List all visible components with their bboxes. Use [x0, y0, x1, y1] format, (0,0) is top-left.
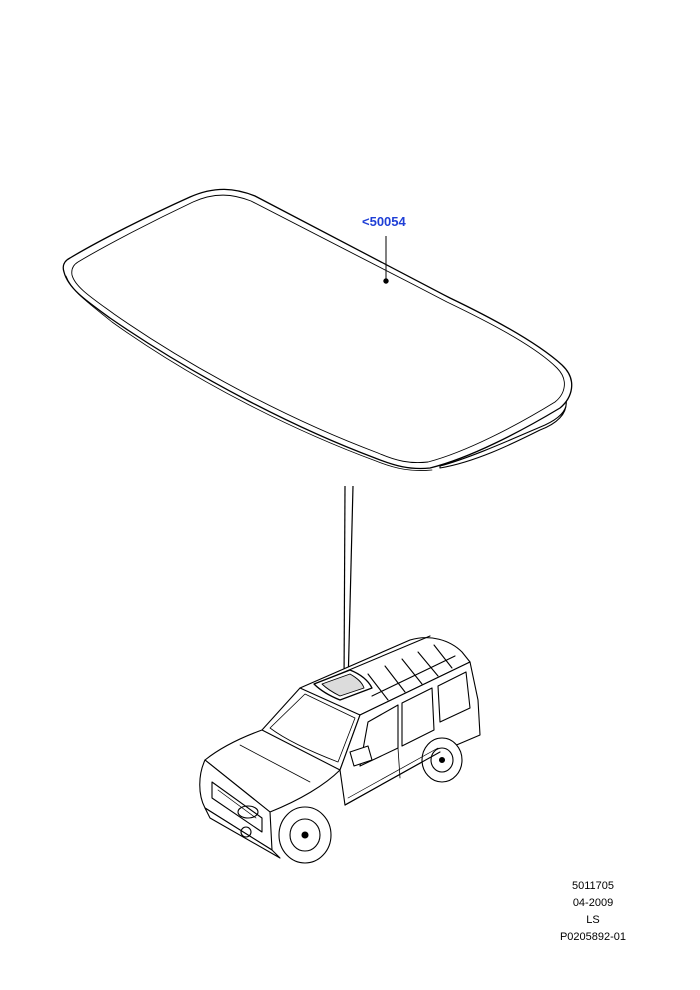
reference-illustration-id: P0205892-01	[559, 931, 627, 943]
reference-code: LS	[586, 914, 600, 926]
reference-number: 5011705	[571, 880, 614, 892]
callout-leader	[383, 236, 389, 284]
diagram-reference-block: 5011705 04-2009 LS P0205892-01	[548, 878, 638, 946]
location-pointer-lines	[343, 485, 354, 687]
reference-date: 04-2009	[572, 897, 614, 909]
vehicle-illustration	[199, 635, 481, 864]
part-callout-label[interactable]: <50054	[362, 214, 406, 229]
sunroof-glass-panel[interactable]	[62, 188, 573, 471]
